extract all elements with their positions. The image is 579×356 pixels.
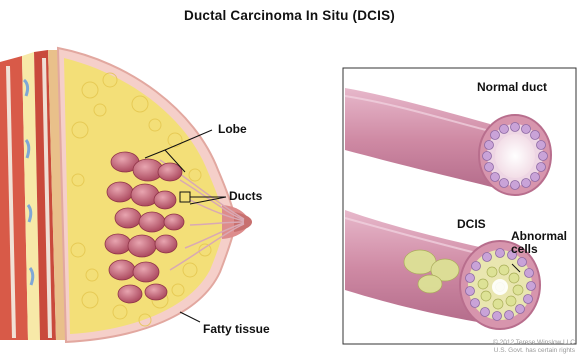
normal-duct-cross-section (479, 115, 551, 195)
abnormal-cells-label: Abnormal cells (511, 230, 567, 256)
copyright-credit: © 2012 Terese Winslow LLC U.S. Govt. has… (493, 339, 575, 355)
dcis-label: DCIS (457, 217, 486, 231)
fatty-tissue-label: Fatty tissue (203, 322, 270, 336)
lobe-label: Lobe (218, 122, 247, 136)
credit-line-1: © 2012 Terese Winslow LLC (493, 339, 575, 347)
abnormal-cells-label-line2: cells (511, 243, 567, 256)
credit-line-2: U.S. Govt. has certain rights (493, 347, 575, 355)
duct-detail-panel (343, 68, 576, 344)
normal-duct-label: Normal duct (477, 80, 547, 94)
breast-cross-section (0, 48, 252, 342)
ducts-label: Ducts (229, 189, 262, 203)
